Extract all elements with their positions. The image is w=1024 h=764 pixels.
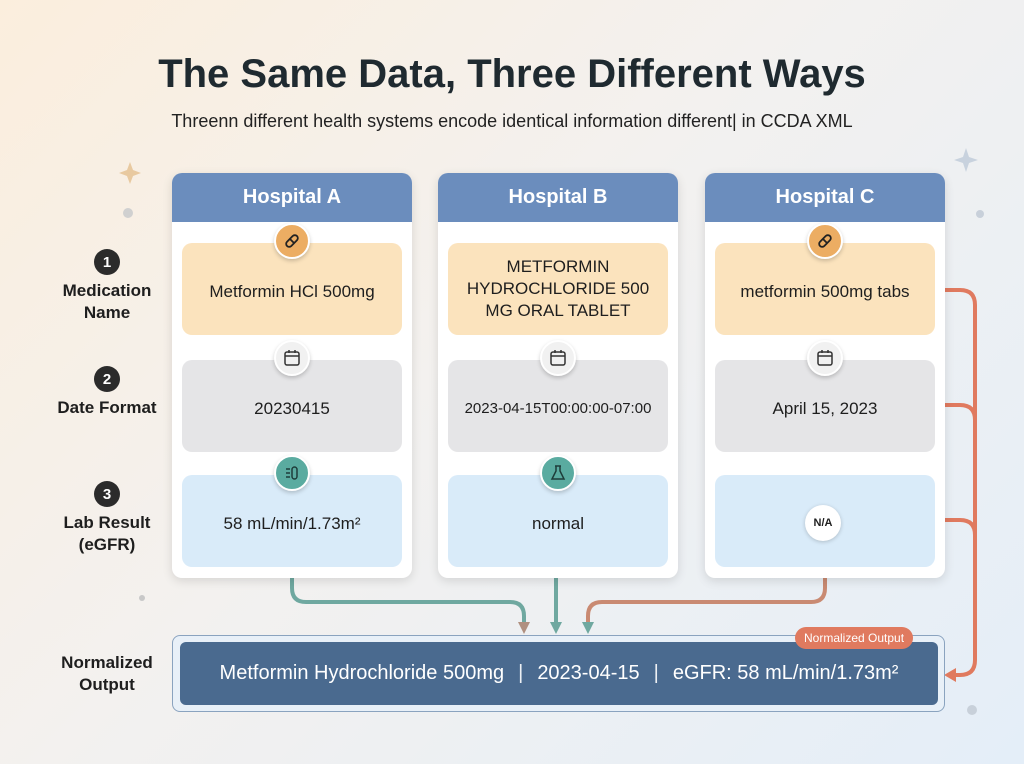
flask-icon [540,455,576,491]
lab-value: normal [532,514,584,533]
separator: | [518,662,524,684]
sparkle-icon [119,162,141,184]
hospital-a-card: Hospital A Metformin HCl 500mg 20230415 … [172,173,412,578]
medication-value: METFORMIN HYDROCHLORIDE 500 MG ORAL TABL… [466,257,650,320]
output-medication: Metformin Hydrochloride 500mg [219,662,505,684]
row-number: 2 [94,366,120,392]
hospital-c-card: Hospital C metformin 500mg tabs April 15… [705,173,945,578]
hospital-a-header: Hospital A [172,173,412,222]
arrow-c-date [933,403,977,422]
page-subtitle: Threenn different health systems encode … [171,111,853,131]
lab-value: 58 mL/min/1.73m² [223,514,361,533]
row-number: 3 [94,481,120,507]
na-badge: N/A [805,505,841,541]
hospital-b-header: Hospital B [438,173,678,222]
output-lab: eGFR: 58 mL/min/1.73m² [672,662,899,684]
row-number: 1 [94,249,120,275]
medication-cell: Metformin HCl 500mg [182,223,402,335]
arrow-c-na [838,518,977,537]
lab-cell: normal [448,455,668,567]
calendar-icon [274,340,310,376]
row-label-lab: Lab Result (eGFR) [63,513,151,554]
medication-cell: metformin 500mg tabs [715,223,935,335]
date-value: 2023-04-15T00:00:00-07:00 [464,400,652,417]
output-date: 2023-04-15 [537,662,640,684]
sparkle-icon [954,148,978,172]
hospital-c-header: Hospital C [705,173,945,222]
separator: | [653,662,659,684]
test-tube-icon [274,455,310,491]
pill-icon [274,223,310,259]
date-value: April 15, 2023 [772,399,878,418]
date-cell: April 15, 2023 [715,340,935,452]
medication-value: Metformin HCl 500mg [209,282,375,301]
medication-value: metformin 500mg tabs [740,282,910,301]
calendar-icon [807,340,843,376]
lab-cell: 58 mL/min/1.73m² [182,455,402,567]
date-cell: 2023-04-15T00:00:00-07:00 [448,340,668,452]
row-label-date: Date Format [57,398,157,417]
date-cell: 20230415 [182,340,402,452]
pill-icon [807,223,843,259]
row-label-medication: Medication Name [62,281,152,322]
arrow-a [290,568,526,630]
row-label-output: Normalized Output [61,653,153,694]
page-title: The Same Data, Three Different Ways [158,52,866,96]
medication-cell: METFORMIN HYDROCHLORIDE 500 MG ORAL TABL… [448,243,668,335]
hospital-b-card: Hospital B METFORMIN HYDROCHLORIDE 500 M… [438,173,678,578]
normalized-output-bar: Metformin Hydrochloride 500mg | 2023-04-… [180,642,938,705]
arrow-c-med [933,288,977,677]
arrow-c-lab [586,568,827,630]
calendar-icon [540,340,576,376]
normalized-output-badge: Normalized Output [795,627,914,649]
date-value: 20230415 [254,399,330,418]
